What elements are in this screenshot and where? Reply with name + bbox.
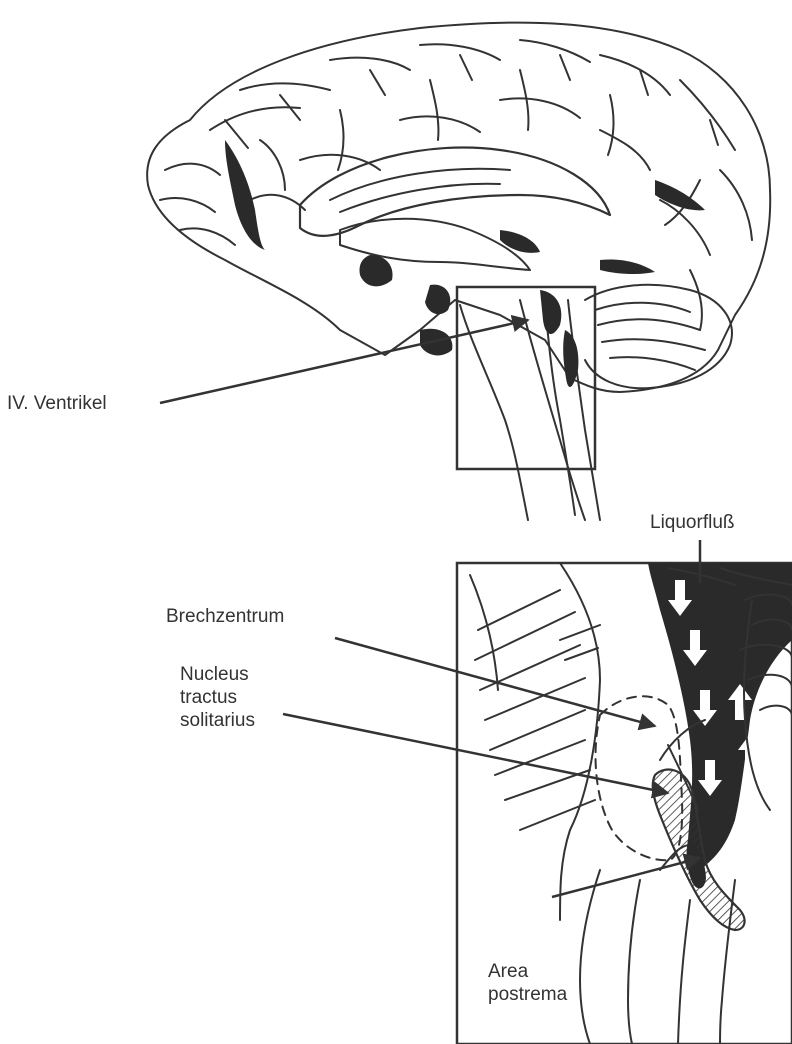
label-vomiting-center: Brechzentrum (166, 605, 284, 628)
brain-sagittal-view (147, 23, 770, 520)
cerebellum (585, 285, 732, 388)
nts-arrow (283, 714, 668, 793)
label-fourth-ventricle: IV. Ventrikel (7, 392, 107, 415)
label-nts-line-2: tractus (180, 686, 255, 709)
label-area-postrema-line-1: Area (488, 960, 567, 983)
area-postrema-arrow (552, 858, 700, 897)
label-nts: Nucleus tractus solitarius (180, 663, 255, 732)
label-nts-line-3: solitarius (180, 709, 255, 732)
label-nts-line-1: Nucleus (180, 663, 255, 686)
label-csf-flow: Liquorfluß (650, 511, 735, 534)
label-area-postrema-line-2: postrema (488, 983, 567, 1006)
label-area-postrema: Area postrema (488, 960, 567, 1006)
